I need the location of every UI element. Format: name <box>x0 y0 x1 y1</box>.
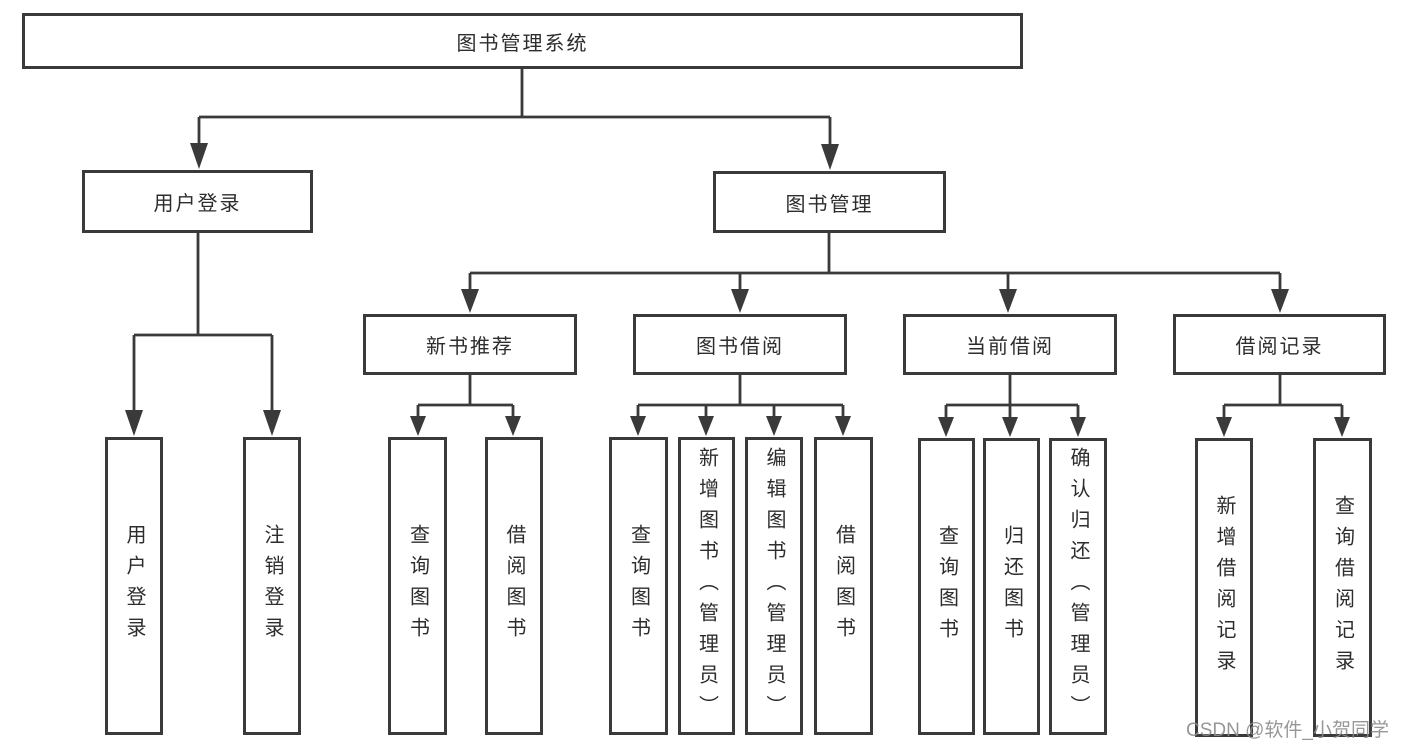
node-book-management: 图书管理 <box>713 171 946 233</box>
leaf-query-borrow-record: 查询借阅记录 <box>1313 438 1372 737</box>
leaf-label: 查询借阅记录 <box>1331 494 1354 681</box>
leaf-query-books-current: 查询图书 <box>918 438 975 735</box>
node-label: 当前借阅 <box>966 336 1054 358</box>
leaf-label: 借阅图书 <box>503 524 525 648</box>
leaf-label: 新增借阅记录 <box>1213 494 1235 681</box>
leaf-logout: 注销登录 <box>243 437 301 735</box>
leaf-borrow-books-recommend: 借阅图书 <box>485 437 543 735</box>
leaf-label: 编辑图书（管理员） <box>763 446 785 726</box>
leaf-query-books-recommend: 查询图书 <box>388 437 447 735</box>
node-new-book-recommend: 新书推荐 <box>363 314 577 375</box>
leaf-query-books-borrow: 查询图书 <box>609 437 668 735</box>
leaf-label: 查询图书 <box>627 524 650 648</box>
leaf-user-login: 用户登录 <box>105 437 163 735</box>
node-label: 借阅记录 <box>1235 336 1324 358</box>
leaf-add-borrow-record: 新增借阅记录 <box>1195 438 1253 737</box>
leaf-label: 查询图书 <box>935 524 958 649</box>
leaf-label: 新增图书（管理员） <box>695 446 718 726</box>
leaf-label: 借阅图书 <box>832 524 855 648</box>
node-label: 用户登录 <box>153 193 242 215</box>
node-label: 图书借阅 <box>696 336 784 358</box>
leaf-label: 注销登录 <box>261 524 283 648</box>
node-label: 新书推荐 <box>426 336 514 358</box>
node-label: 图书管理系统 <box>456 32 589 55</box>
leaf-label: 确认归还（管理员） <box>1067 447 1089 726</box>
node-root-system: 图书管理系统 <box>22 13 1023 69</box>
leaf-label: 归还图书 <box>1000 524 1023 649</box>
node-current-borrow: 当前借阅 <box>903 314 1117 375</box>
node-user-login: 用户登录 <box>82 170 313 233</box>
leaf-return-books: 归还图书 <box>983 438 1040 735</box>
node-book-borrow: 图书借阅 <box>633 314 847 375</box>
leaf-borrow-books: 借阅图书 <box>814 437 873 735</box>
watermark: CSDN @软件_小贺同学 <box>1186 720 1389 741</box>
leaf-label: 查询图书 <box>406 524 429 648</box>
leaf-label: 用户登录 <box>123 524 145 648</box>
leaf-add-books-admin: 新增图书（管理员） <box>678 437 735 735</box>
leaf-confirm-return-admin: 确认归还（管理员） <box>1049 438 1107 735</box>
leaf-edit-books-admin: 编辑图书（管理员） <box>745 437 803 735</box>
node-borrow-records: 借阅记录 <box>1173 314 1386 375</box>
node-label: 图书管理 <box>785 193 874 216</box>
